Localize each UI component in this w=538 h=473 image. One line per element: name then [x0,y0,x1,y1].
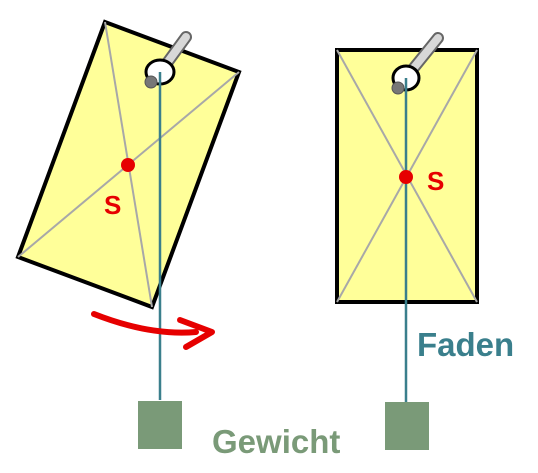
center-of-mass-left [121,158,135,172]
center-of-mass-right [399,170,413,184]
weight-left [138,401,182,449]
curved-arrow-icon [91,311,215,350]
weight-label: Gewicht [212,423,340,460]
weight-right [385,402,429,450]
center-of-mass-label-right: S [427,166,444,196]
center-of-mass-label-left: S [104,190,121,220]
thread-label: Faden [417,326,514,363]
